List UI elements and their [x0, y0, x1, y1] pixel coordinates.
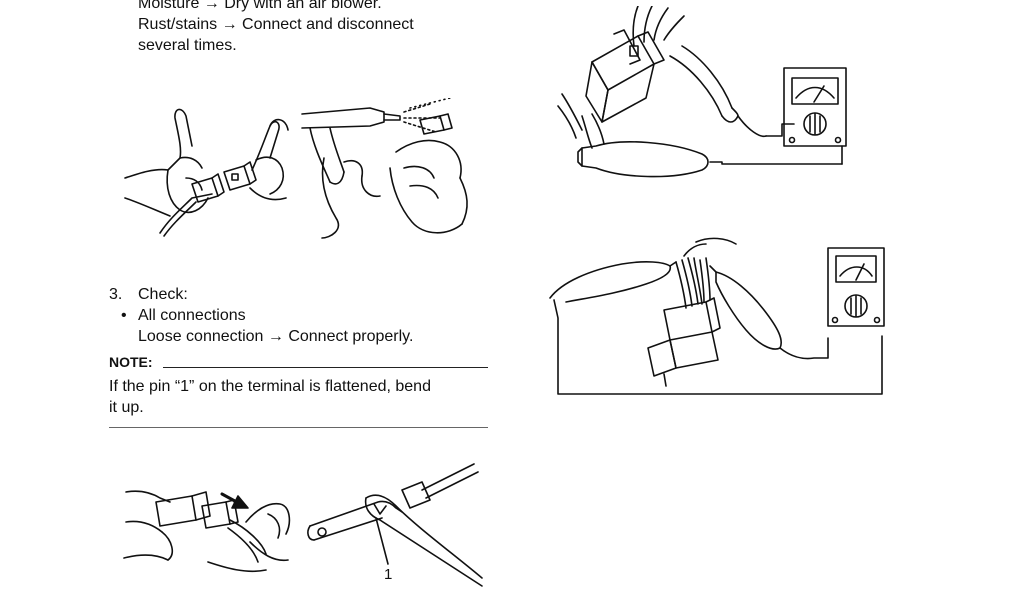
- rust-remedy-text-cont: several times.: [138, 37, 237, 54]
- step-label: Check:: [138, 286, 188, 303]
- bullet-item: All connections: [138, 307, 246, 324]
- note-label: NOTE:: [109, 354, 153, 370]
- tester-probe-connector-illustration-1: [552, 6, 852, 190]
- moisture-remedy-text: Moisture → Dry with an air blower.: [138, 0, 382, 12]
- pin-callout-label: 1: [384, 566, 393, 583]
- note-text-line-1: If the pin “1” on the terminal is flatte…: [109, 378, 431, 395]
- air-blower-illustration: [300, 98, 480, 240]
- bullet-marker: •: [121, 307, 127, 324]
- tester-probe-connector-illustration-2: [546, 236, 890, 398]
- bullet-result: Loose connection → Connect properly.: [138, 328, 414, 345]
- note-end-rule: [109, 427, 488, 428]
- note-text-line-2: it up.: [109, 399, 144, 416]
- step-number: 3.: [109, 286, 123, 303]
- connector-disconnect-illustration: [120, 98, 292, 240]
- rust-remedy-text: Rust/stains → Connect and disconnect: [138, 16, 414, 33]
- note-rule: [163, 367, 488, 368]
- connector-pull-illustration: [116, 462, 296, 588]
- terminal-pin-bend-illustration: [306, 462, 486, 588]
